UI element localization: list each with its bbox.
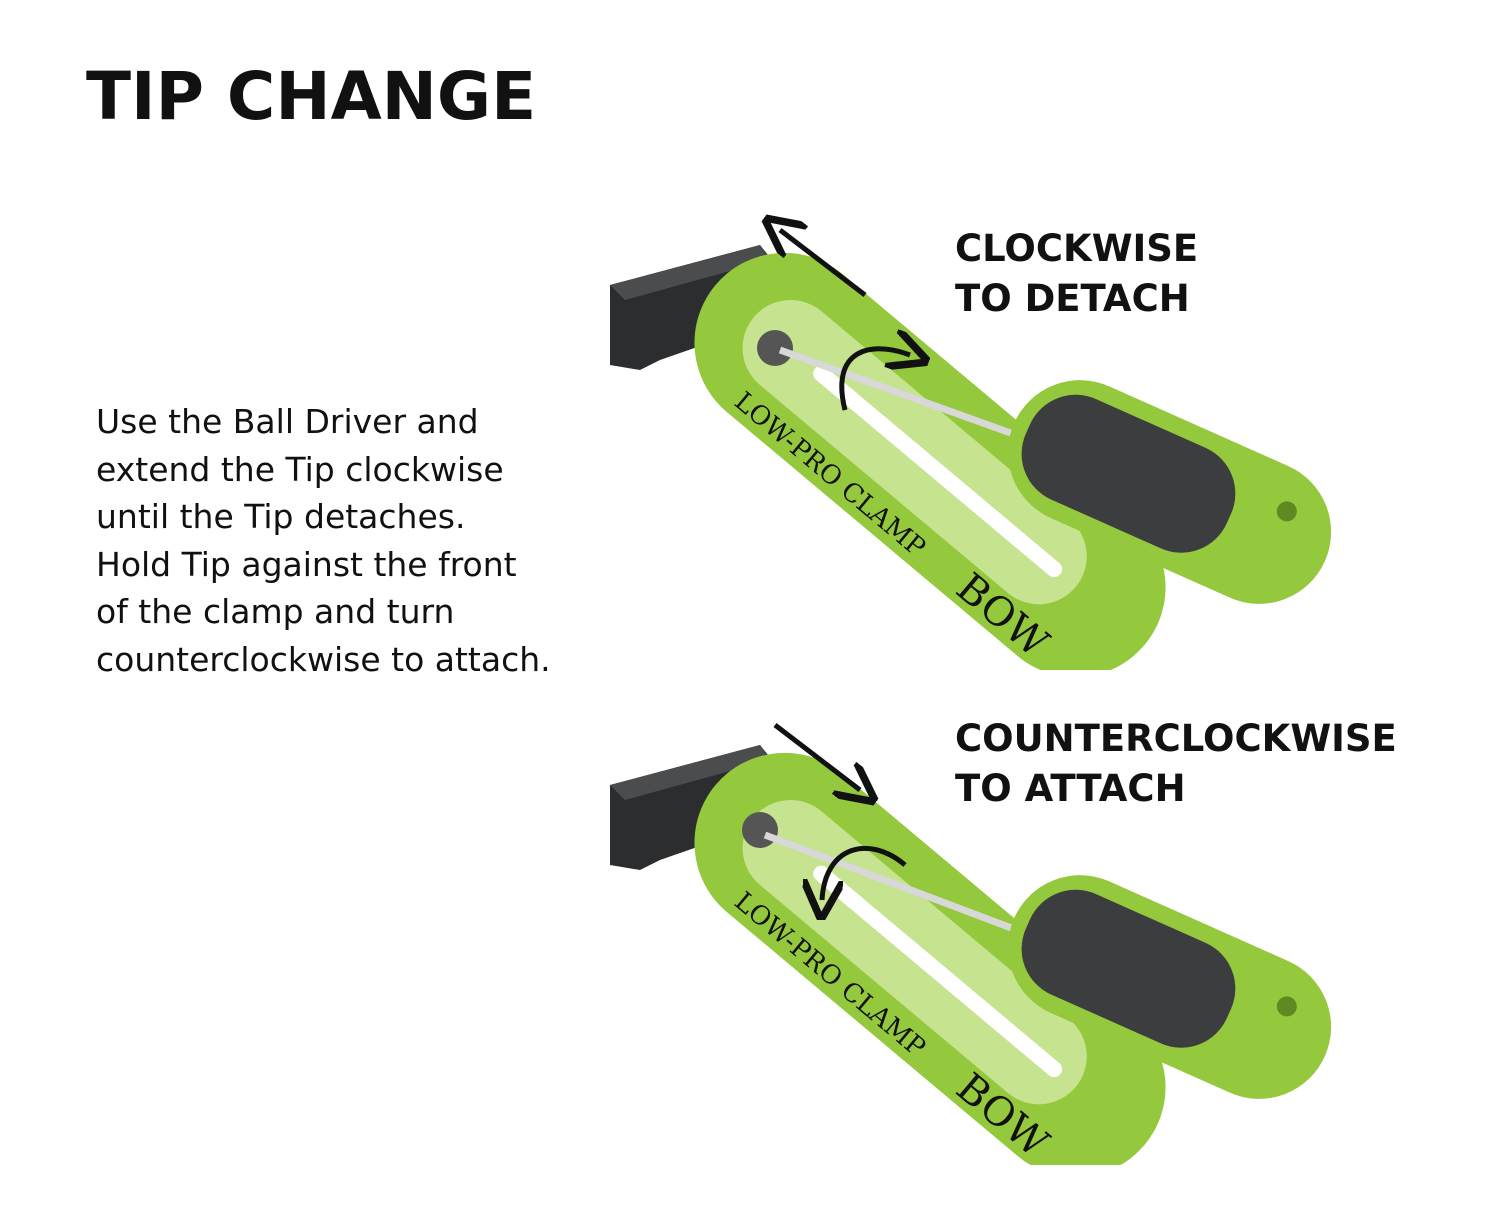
instruction-line: of the clamp and turn [96, 592, 455, 631]
attach-label-line: COUNTERCLOCKWISE [955, 717, 1397, 760]
instruction-line: extend the Tip clockwise [96, 449, 504, 489]
attach-label-line: TO ATTACH [955, 767, 1186, 810]
clockwise-rotation-arrow-icon [839, 349, 910, 411]
instructions-text: Use the Ball Driver and extend the Tip c… [96, 398, 656, 683]
driver-handle [1008, 875, 1332, 1099]
instruction-line: until the Tip detaches. [96, 497, 466, 536]
attach-label: COUNTERCLOCKWISE TO ATTACH [955, 714, 1397, 814]
detach-label-line: CLOCKWISE [955, 227, 1199, 270]
retract-arrow-icon [773, 723, 860, 790]
page-title: TIP CHANGE [86, 58, 537, 135]
instruction-line: Hold Tip against the front [96, 544, 517, 584]
detach-illustration: LOW-PRO CLAMP BOW [610, 200, 1332, 670]
driver-shaft [778, 346, 1032, 444]
ball-driver-tip [757, 330, 793, 366]
attach-illustration: LOW-PRO CLAMP BOW [610, 723, 1332, 1165]
counterclockwise-rotation-arrow-icon [822, 845, 907, 900]
detach-label-line: TO DETACH [955, 277, 1190, 320]
driver-shaft [763, 831, 1032, 939]
ball-driver-tip [742, 812, 778, 848]
driver-handle [1008, 380, 1332, 604]
detach-label: CLOCKWISE TO DETACH [955, 224, 1198, 324]
extend-arrow-icon [780, 230, 867, 297]
instruction-line: counterclockwise to attach. [96, 639, 551, 679]
instruction-line: Use the Ball Driver and [96, 402, 479, 441]
